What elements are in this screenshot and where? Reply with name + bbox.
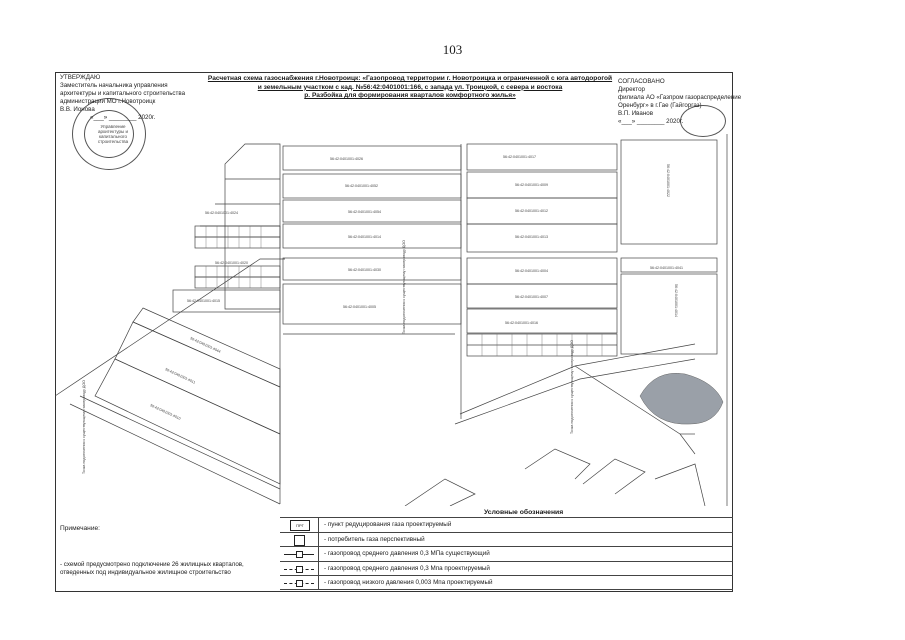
note-text: - схемой предусмотрено подключение 26 жи… [60,561,280,577]
approval-stamp-inner [84,110,134,158]
parcel-label: 56:42:0401001:4011 [165,367,196,384]
title-line: р. Разбойка для формирования кварталов к… [304,92,516,100]
parcel-label: 56:42:0401001:4041 [650,266,683,270]
grp-box: ПРГ [290,520,310,531]
parcel-label: 56:42:0401001:4010 [150,403,182,421]
parcel-label: 56:42:0401001:4014 [348,235,381,239]
legend-text: - потребитель газа перспективный [324,535,425,543]
parcel-label: 56:42:0401001:4022 [666,164,670,197]
parcel-label: 56:42:0401001:4026 [330,157,363,161]
pipe-marker [296,580,303,587]
legend-text: - пункт редуцирования газа проектируемый [324,521,452,528]
road-edge [79,395,281,490]
road [454,358,696,425]
note-label: Примечание: [60,525,100,532]
parcel-label: 56:42:0401001:4014 [674,284,678,317]
approve-line: Заместитель начальника управления [60,82,168,89]
legend-symbol: ПРГ [280,518,319,532]
agree-line: Директор [618,86,645,93]
parcel-label: 56:42:0401001:4009 [515,183,548,187]
legend-title: Условные обозначения [484,509,564,516]
document-title: Расчетная схема газоснабжения г.Новотрои… [200,75,620,101]
approve-line: архитектуры и капитального строительства [60,90,186,97]
parcel-label: 56:42:0401001:4054 [348,210,381,214]
legend-text: - газопровод среднего давления 0,3 МПа с… [324,550,490,557]
pipe-marker [296,551,303,558]
block-step [224,143,281,310]
approve-date: «___» ________ 2020г. [90,114,156,121]
approval-stamp [72,98,146,170]
agree-stamp [680,105,726,137]
legend-symbol [280,561,319,575]
pipe-label: Точка подключения к существующему газопр… [82,380,86,474]
approve-line: администрации МО г.Новотроицк [60,98,156,105]
pipe-marker [296,565,303,573]
parcel-label: 56:42:0401001:4052 [345,184,378,188]
legend: ПРГ - пункт редуцирования газа проектиру… [280,517,733,590]
legend-row: - газопровод среднего давления 0,3 МПа с… [280,546,733,561]
parcel-label: 56:42:0401001:4015 [187,299,220,303]
parcel-label: 56:42:0401001:4016 [505,321,538,325]
agree-line: Оренбург» в г.Гае (Гайгоргаз) [618,102,702,109]
approval-block: УТВЕРЖДАЮ Заместитель начальника управле… [60,74,210,122]
stamp-text: Управление архитектуры и капитального ст… [97,124,129,144]
legend-row: - газопровод низкого давления 0,003 Мпа … [280,575,733,590]
site-boundary [55,258,285,397]
legend-symbol [280,532,319,546]
agree-line: СОГЛАСОВАНО [618,78,665,85]
agree-date: «___» ________ 2020г. [618,118,684,125]
agree-line: филиала АО «Газпром газораспределение [618,94,742,101]
drawing-sheet [55,72,733,592]
legend-text: - газопровод низкого давления 0,003 Мпа … [324,579,493,586]
parcel-label: 56:42:0401001:4020 [215,261,248,265]
approve-line: УТВЕРЖДАЮ [60,74,101,81]
legend-row: - газопровод среднего давления 0,3 Мпа п… [280,560,733,575]
legend-text: - газопровод среднего давления 0,3 Мпа п… [324,564,490,572]
parcel-label: 56:42:0401001:4012 [515,209,548,213]
consumer-box [294,534,305,546]
parcel-label: 56:42:0401001:4030 [348,268,381,272]
legend-symbol [280,576,319,589]
parcel-label: 56:42:0401001:4044 [190,336,222,354]
title-line: Расчетная схема газоснабжения г.Новотрои… [207,75,613,82]
parcel-label: 56:42:0401001:4005 [343,305,376,309]
pipe-label: Точка подключения к существующему газопр… [570,340,574,434]
site-plan: 56:42:0401001:4026 56:42:0401001:4052 56… [55,134,728,506]
pipe-label: Точка подключения к существующему газопр… [402,240,406,334]
parcel-label: 56:42:0401001:4004 [515,269,548,273]
note-line: отведенных под индивидуальное жилищное с… [60,569,231,576]
parcel-label: 56:42:0401001:4007 [515,295,548,299]
pond [639,373,724,425]
note-line: - схемой предусмотрено подключение 26 жи… [60,561,244,568]
legend-row: ПРГ - пункт редуцирования газа проектиру… [280,517,733,532]
legend-row: - потребитель газа перспективный [280,531,733,546]
page-number: 103 [442,42,463,57]
approve-line: В.В. Ионова [60,106,95,113]
parcel-label: 56:42:0401001:4024 [205,211,238,215]
parcel-label: 56:42:0401001:4013 [515,235,548,239]
road-edge [69,403,281,505]
agree-line: В.П. Иванов [618,110,653,117]
parcel-label: 56:42:0401001:4017 [503,155,536,159]
legend-symbol [280,547,319,561]
title-line: и земельным участком с кад. №56:42:04010… [257,83,563,91]
agreement-block: СОГЛАСОВАНО Директор филиала АО «Газпром… [618,78,742,126]
